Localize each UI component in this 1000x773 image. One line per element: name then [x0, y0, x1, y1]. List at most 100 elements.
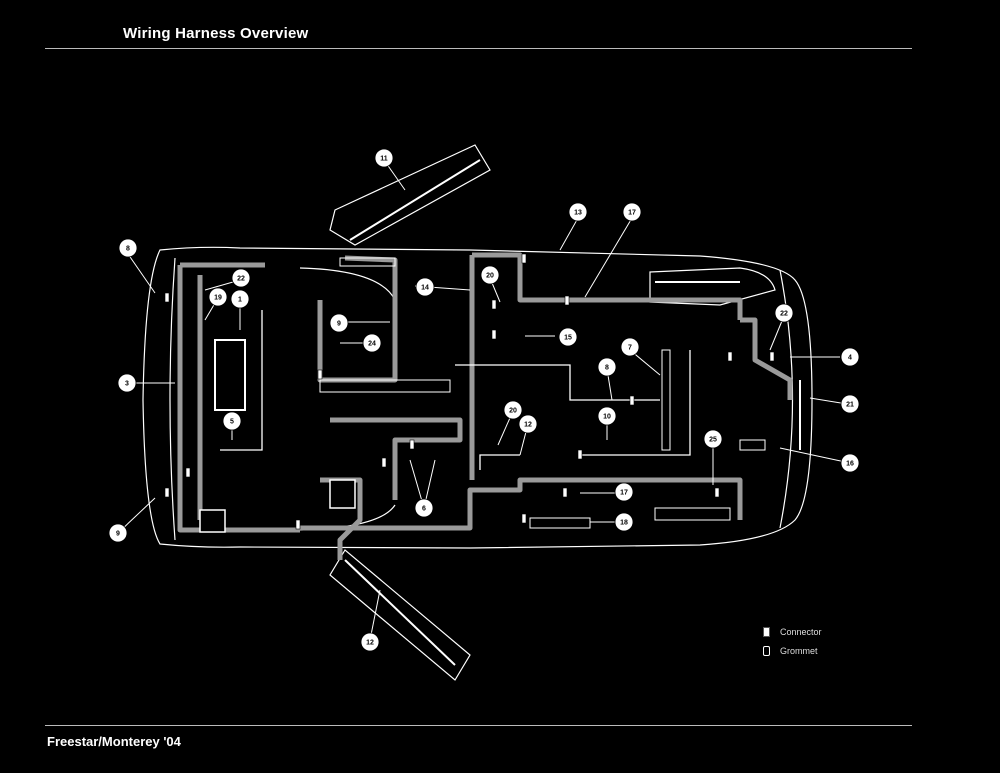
callout	[117, 373, 137, 393]
module-dash	[339, 257, 396, 267]
callout-label: 20	[486, 273, 494, 280]
harness-mid-vertical	[220, 310, 263, 451]
callout	[597, 357, 617, 377]
legend: Connector Grommet	[760, 622, 822, 660]
connector	[295, 519, 301, 530]
callout	[108, 523, 128, 543]
module-right	[739, 439, 766, 451]
vehicle-outline	[142, 246, 813, 549]
callout	[840, 347, 860, 367]
module-center	[319, 379, 451, 393]
connector	[521, 513, 527, 524]
legend-label: Grommet	[780, 645, 818, 656]
callout	[480, 265, 500, 285]
callout-label: 25	[709, 437, 717, 444]
legend-item-connector: Connector	[760, 622, 822, 641]
callout	[840, 394, 860, 414]
header-divider	[45, 48, 912, 49]
harness-main-top	[469, 252, 743, 480]
connector	[564, 295, 570, 306]
connector	[409, 439, 415, 450]
callout-label: 1	[238, 297, 242, 304]
harness-door-lower	[344, 559, 456, 666]
callout	[597, 406, 617, 426]
callout	[620, 337, 640, 357]
callout-label: 10	[603, 414, 611, 421]
harness-front-inner	[214, 339, 246, 411]
callout-label: 18	[620, 520, 628, 527]
connector	[381, 457, 387, 468]
callout-label: 17	[620, 490, 628, 497]
callout-label: 6	[422, 506, 426, 513]
grommet-icon	[763, 645, 770, 656]
callout	[415, 277, 435, 297]
connector-icon	[763, 626, 770, 637]
callout	[558, 327, 578, 347]
harness-front-loop	[177, 262, 300, 533]
callout	[231, 268, 251, 288]
callout-label: 16	[846, 461, 854, 468]
callout-label: 8	[605, 365, 609, 372]
callout-label: 11	[380, 156, 388, 163]
callout-label: 13	[574, 210, 582, 217]
callout	[208, 287, 228, 307]
harness-center-loop	[455, 364, 660, 401]
callout	[118, 238, 138, 258]
legend-item-grommet: Grommet	[760, 641, 822, 660]
callouts	[108, 148, 860, 652]
page-title: Wiring Harness Overview	[123, 25, 309, 42]
callout-label: 19	[214, 295, 222, 302]
callout-label: 20	[509, 408, 517, 415]
callout	[329, 313, 349, 333]
callout-label: 21	[846, 402, 854, 409]
connector	[562, 487, 568, 498]
callout	[774, 303, 794, 323]
front-door-lower	[329, 549, 471, 681]
legend-label: Connector	[780, 626, 822, 637]
module-vertical	[661, 349, 671, 451]
callout	[362, 333, 382, 353]
callout-label: 22	[780, 311, 788, 318]
callout-label: 14	[421, 285, 429, 292]
front-door-upper	[329, 144, 491, 246]
connector	[491, 299, 497, 310]
harness-main-bottom	[300, 477, 743, 531]
harness-door-upper	[349, 159, 481, 241]
connector	[727, 351, 733, 362]
callout	[414, 498, 434, 518]
callout-label: 15	[564, 335, 572, 342]
front-bumper-line	[169, 257, 176, 541]
callout	[614, 482, 634, 502]
callout-label: 22	[237, 276, 245, 283]
connector	[317, 369, 323, 380]
connector	[769, 351, 775, 362]
callout-label: 12	[524, 422, 532, 429]
module-block-front	[199, 509, 226, 533]
callout-label: 12	[366, 640, 374, 647]
callout-label: 4	[848, 355, 852, 362]
connector	[577, 449, 583, 460]
harness-rear	[740, 317, 793, 400]
callout-label: 24	[368, 341, 376, 348]
callout	[360, 632, 380, 652]
callout	[840, 453, 860, 473]
callout	[518, 414, 538, 434]
callout-label: 7	[628, 345, 632, 352]
callout-label: 3	[125, 381, 129, 388]
callout	[230, 289, 250, 309]
callout	[614, 512, 634, 532]
footer-text: Freestar/Monterey '04	[47, 734, 181, 749]
connector	[629, 395, 635, 406]
callout	[222, 411, 242, 431]
connector	[714, 487, 720, 498]
module-bottom-right	[654, 507, 731, 521]
connector	[491, 329, 497, 340]
callout	[374, 148, 394, 168]
callout	[703, 429, 723, 449]
connector	[164, 487, 170, 498]
callout-label: 9	[337, 321, 341, 328]
callout	[622, 202, 642, 222]
connector	[164, 292, 170, 303]
callout-label: 9	[116, 531, 120, 538]
